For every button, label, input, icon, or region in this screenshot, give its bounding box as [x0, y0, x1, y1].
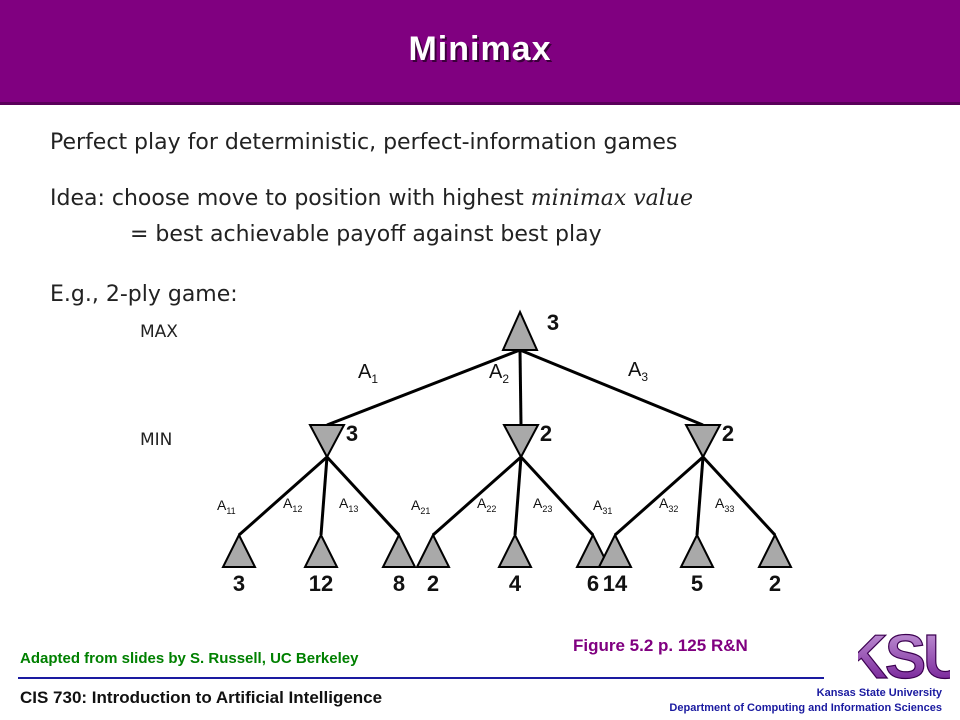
min-node-triangle-1	[308, 424, 346, 460]
edge-root-min-2	[518, 349, 523, 426]
leaf-value-1-1: 3	[233, 571, 245, 596]
institution-name: Kansas State University	[816, 687, 942, 699]
leaf-node-triangle-2-2	[497, 532, 533, 568]
level-label-min: MIN	[140, 430, 173, 450]
leaf-value-3-2: 5	[691, 571, 703, 596]
root-move-label-3: A3	[628, 359, 648, 384]
root-move-label-1: A1	[358, 361, 378, 386]
ksu-logo-text: KSU	[858, 623, 950, 684]
edge-root-min-3	[519, 348, 704, 427]
leaf-node-triangle-1-3	[381, 532, 417, 568]
min-move-label-2-1: A21	[411, 497, 430, 516]
min-move-label-2-3: A23	[533, 495, 552, 514]
department-name: Department of Computing and Information …	[669, 702, 942, 714]
edge-min-leaf-2-1	[432, 455, 522, 537]
course-title: CIS 730: Introduction to Artificial Inte…	[20, 688, 383, 707]
leaf-value-2-1: 2	[427, 571, 439, 596]
leaf-value-2-2: 4	[509, 571, 522, 596]
bullet-idea-continuation: = best achievable payoff against best pl…	[130, 222, 602, 247]
footer-divider	[18, 677, 824, 679]
max-node-triangle	[501, 309, 539, 351]
figure-reference: Figure 5.2 p. 125 R&N	[573, 636, 748, 655]
ksu-logo: KSU	[858, 622, 950, 684]
leaf-value-3-3: 2	[769, 571, 781, 596]
min-move-label-1-3: A13	[339, 495, 358, 514]
leaf-value-2-3: 6	[587, 571, 599, 596]
bullet-idea-text: Idea: choose move to position with highe…	[50, 186, 531, 211]
bullet-idea: Idea: choose move to position with highe…	[50, 186, 693, 211]
min-move-label-3-2: A32	[659, 495, 678, 514]
min-node-triangle-3	[684, 424, 722, 460]
bullet-example: E.g., 2-ply game:	[50, 282, 238, 307]
title-bar: Minimax	[0, 0, 960, 105]
bullet-idea-term: minimax value	[530, 186, 693, 211]
leaf-node-triangle-2-1	[415, 532, 451, 568]
min-node-value-2: 2	[540, 421, 552, 446]
min-node-value-3: 2	[722, 421, 734, 446]
edge-min-leaf-1-1	[238, 455, 328, 537]
leaf-node-triangle-2-3	[575, 532, 611, 568]
edge-min-leaf-3-1	[614, 455, 704, 537]
leaf-node-triangle-1-1	[221, 532, 257, 568]
leaf-value-1-3: 8	[393, 571, 405, 596]
edge-min-leaf-2-2	[513, 456, 523, 536]
min-move-label-3-3: A33	[715, 495, 734, 514]
min-move-label-1-2: A12	[283, 495, 302, 514]
credit-text: Adapted from slides by S. Russell, UC Be…	[20, 650, 359, 667]
leaf-value-1-2: 12	[309, 571, 333, 596]
leaf-node-triangle-3-1	[597, 532, 633, 568]
edge-min-leaf-3-2	[695, 456, 705, 536]
edge-min-leaf-1-2	[319, 456, 329, 536]
leaf-node-triangle-1-2	[303, 532, 339, 568]
leaf-node-triangle-3-2	[679, 532, 715, 568]
edge-root-min-1	[326, 348, 521, 427]
edge-min-leaf-3-3	[701, 455, 777, 537]
min-node-triangle-2	[502, 424, 540, 460]
min-move-label-2-2: A22	[477, 495, 496, 514]
edge-min-leaf-2-3	[519, 455, 595, 537]
leaf-value-3-1: 14	[603, 571, 628, 596]
min-node-value-1: 3	[346, 421, 358, 446]
root-move-label-2: A2	[489, 361, 509, 386]
level-label-max: MAX	[140, 322, 178, 342]
edge-min-leaf-1-3	[325, 455, 401, 537]
root-value-label: 3	[547, 310, 559, 335]
leaf-node-triangle-3-3	[757, 532, 793, 568]
min-move-label-3-1: A31	[593, 497, 612, 516]
slide-title: Minimax	[408, 30, 552, 68]
bullet-perfect-play: Perfect play for deterministic, perfect-…	[50, 130, 678, 155]
min-move-label-1-1: A11	[217, 497, 236, 516]
